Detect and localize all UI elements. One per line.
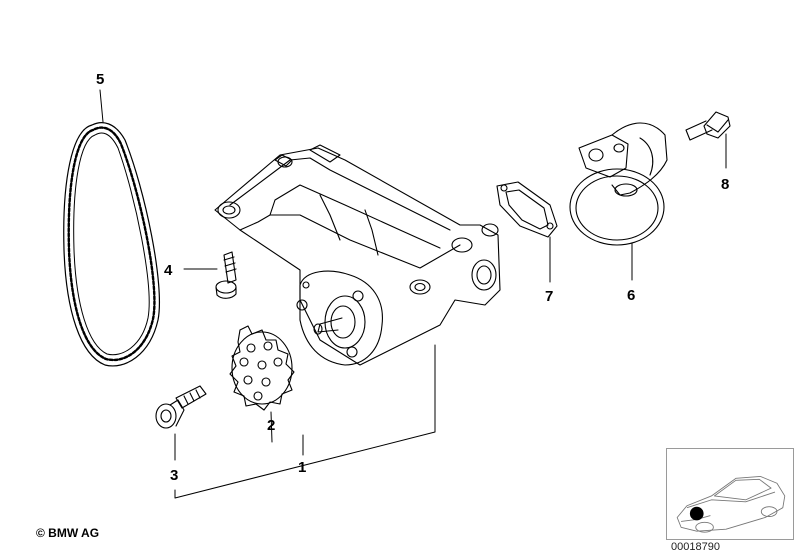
engine-location-marker: [689, 506, 704, 521]
callout-7: 7: [545, 288, 553, 305]
copyright-text: © BMW AG: [36, 526, 100, 540]
diagram-reference-number: 00018790: [671, 541, 720, 553]
vehicle-location-thumbnail: [666, 448, 794, 540]
suction-pipe-part-6: [569, 122, 668, 246]
callout-6: 6: [627, 287, 635, 304]
sprocket-part-2: [229, 325, 295, 411]
bolt-part-8: [685, 111, 731, 141]
callout-8: 8: [721, 176, 729, 193]
callout-4: 4: [164, 262, 173, 279]
bolt-part-3: [155, 385, 207, 429]
callout-1: 1: [298, 459, 306, 476]
gasket-part-7: [496, 181, 558, 238]
callout-3: 3: [170, 467, 178, 484]
callout-5: 5: [96, 71, 104, 88]
leader-lines: [99, 89, 727, 499]
chain-part-5: [63, 122, 161, 367]
bolt-part-4: [215, 251, 237, 299]
oil-pump-housing-part-1: [214, 144, 501, 366]
callout-2: 2: [267, 417, 275, 434]
